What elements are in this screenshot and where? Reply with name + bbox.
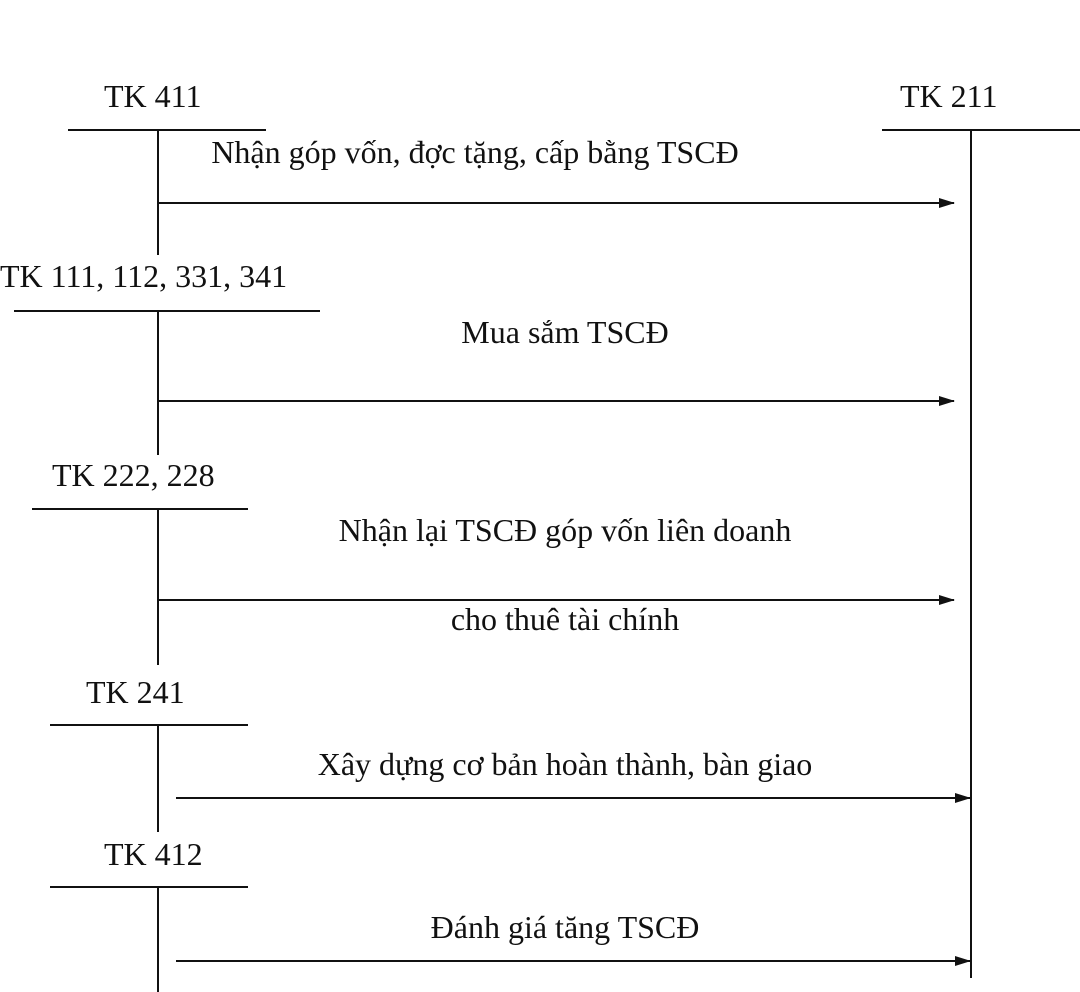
source-account-label: TK 241 xyxy=(86,674,185,710)
source-account-label: TK 411 xyxy=(104,78,202,114)
flow-label: Nhận góp vốn, đợc tặng, cấp bằng TSCĐ xyxy=(211,134,739,170)
flow-label: Xây dựng cơ bản hoàn thành, bàn giao xyxy=(317,746,813,782)
source-account-label: TK 222, 228 xyxy=(52,457,215,493)
flow-label: Nhận lại TSCĐ góp vốn liên doanh xyxy=(338,512,792,548)
source-account-label: TK 111, 112, 331, 341 xyxy=(0,258,288,294)
source-account-label: TK 412 xyxy=(104,836,203,872)
flow-label: Đánh giá tăng TSCĐ xyxy=(430,909,700,945)
target-account-label: TK 211 xyxy=(900,78,998,114)
flow-label: Mua sắm TSCĐ xyxy=(461,314,669,350)
flow-sublabel: cho thuê tài chính xyxy=(450,601,680,637)
